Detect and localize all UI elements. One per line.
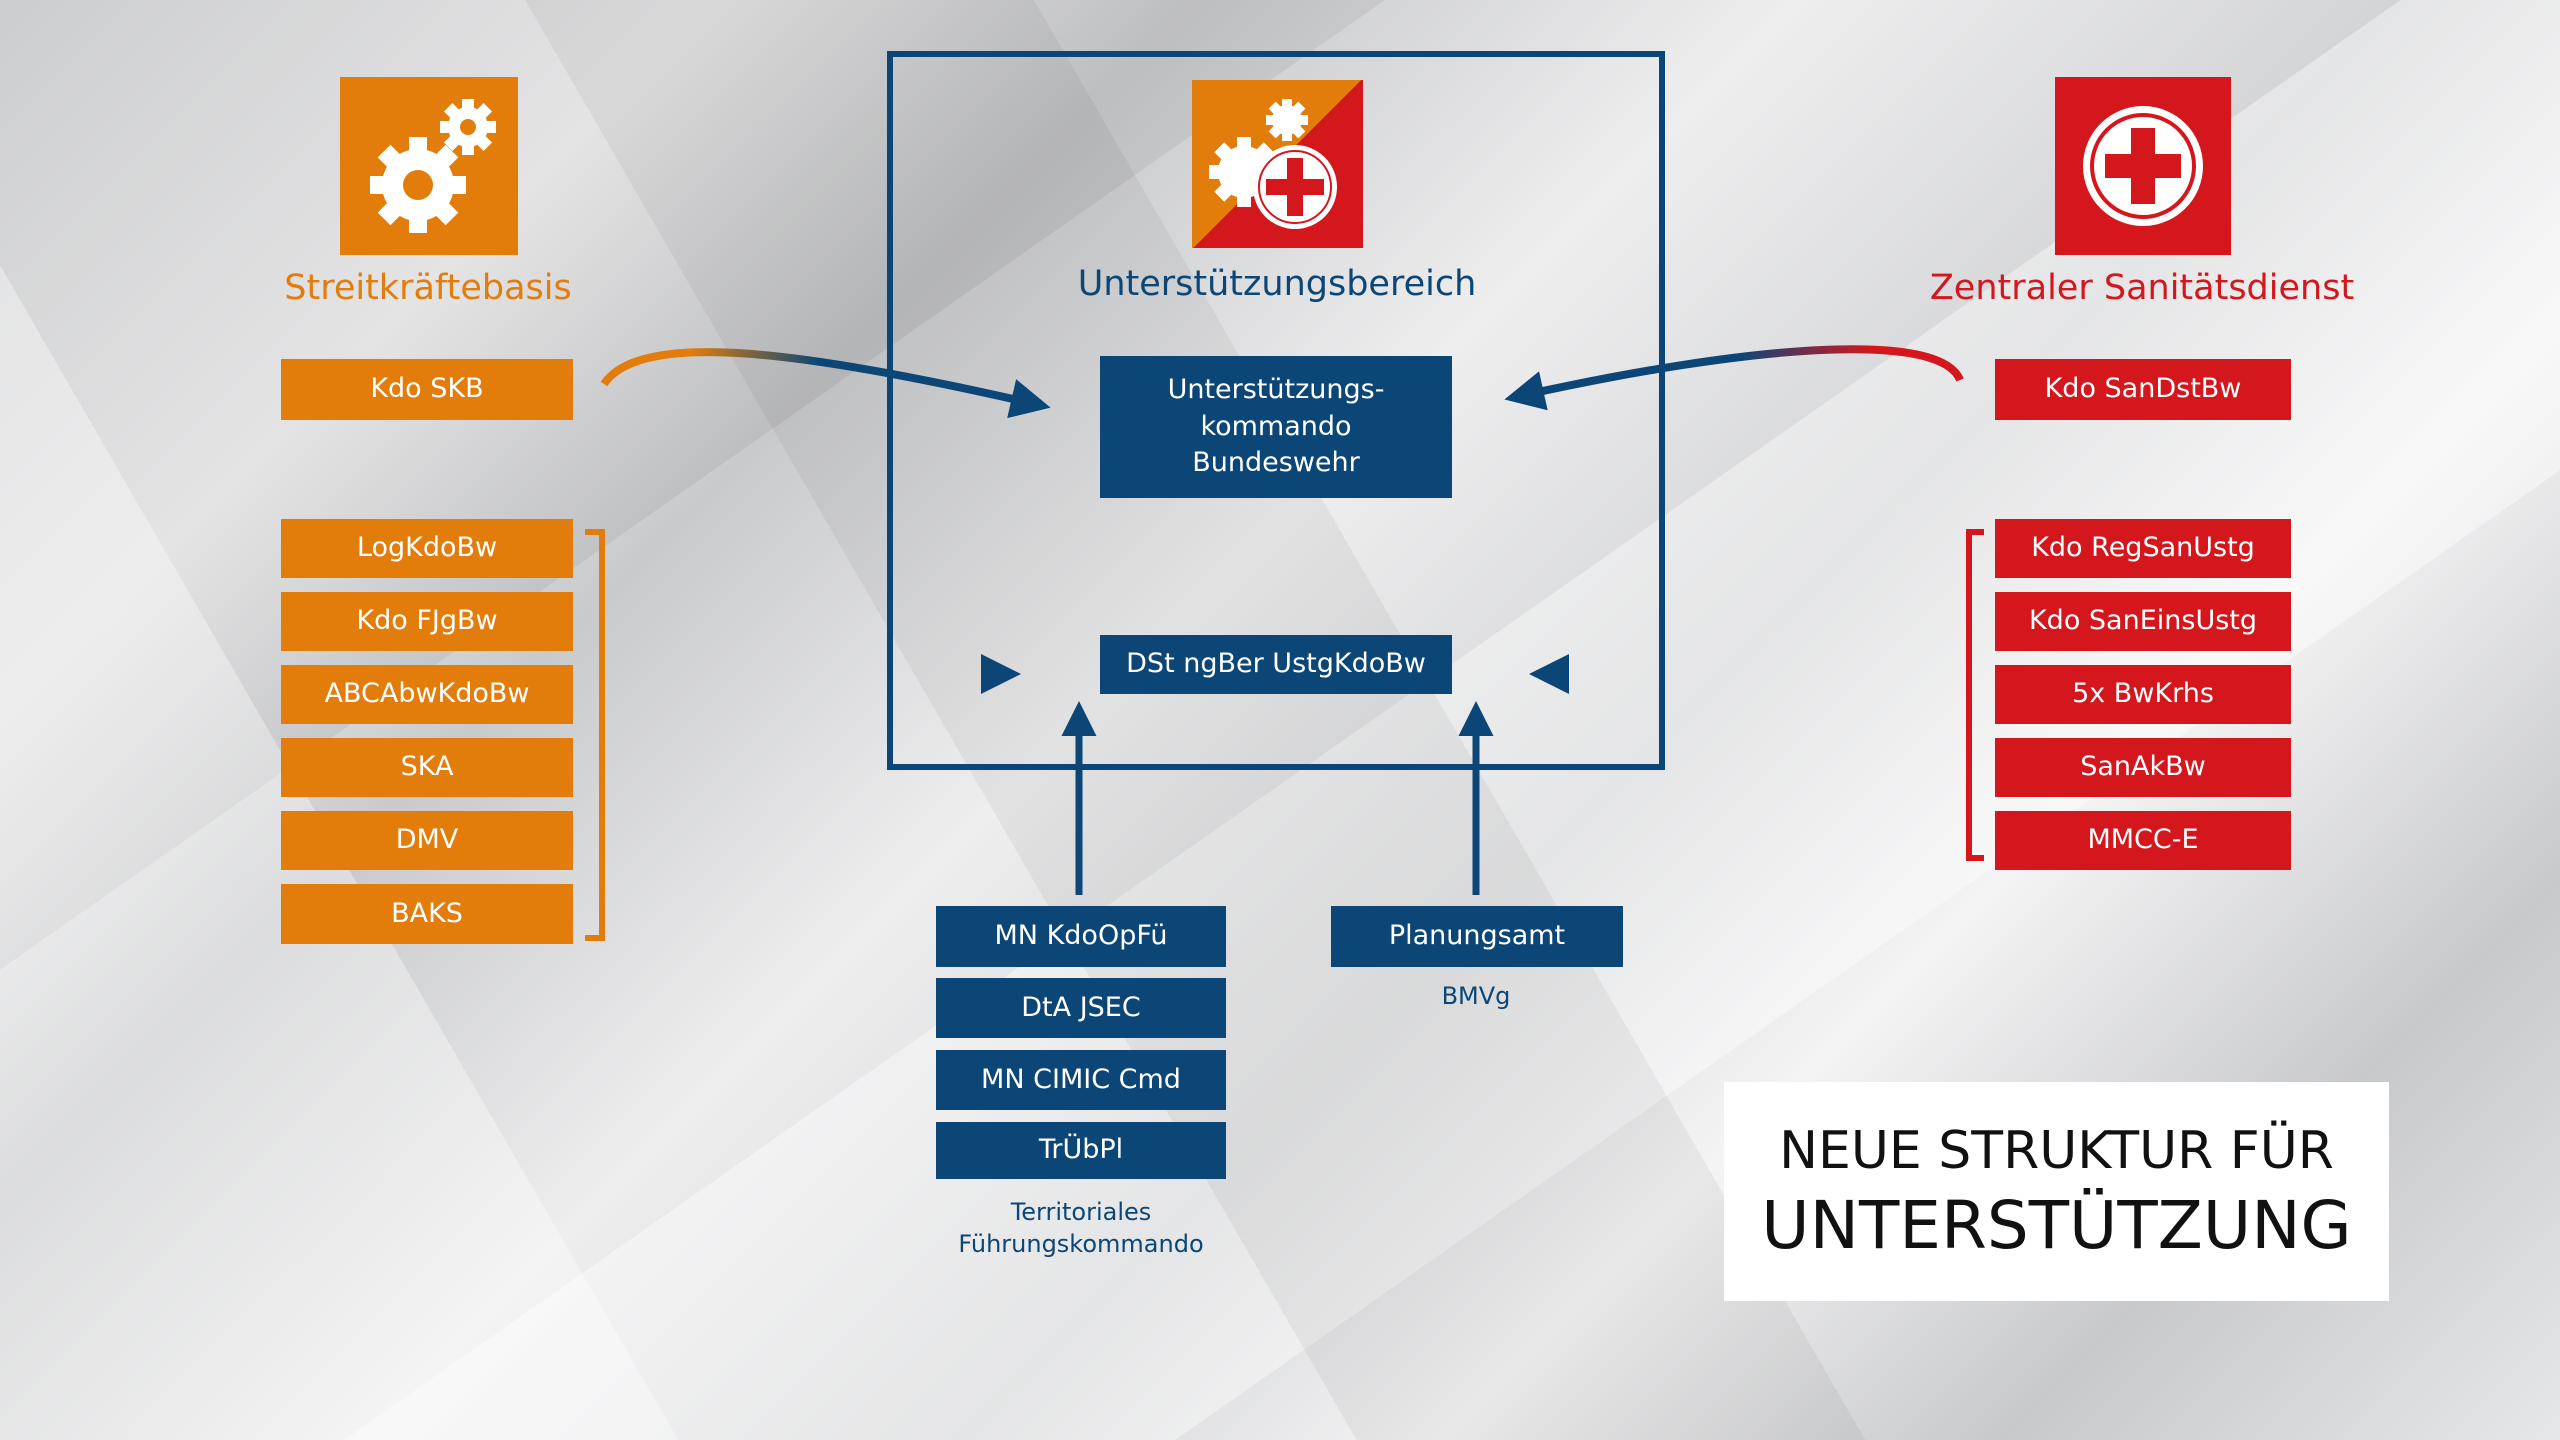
bmvg-caption: BMVg xyxy=(1441,982,1511,1010)
ukdo-line: Unterstützungs- xyxy=(1167,374,1385,406)
bracket-right xyxy=(1966,529,1984,861)
arrow-kdo-skb xyxy=(600,348,1051,419)
arrow-kdo-sandstbw xyxy=(1504,345,1964,411)
tfk-item: MN KdoOpFü xyxy=(936,906,1226,967)
left-item: LogKdoBw xyxy=(281,519,573,578)
kdo-skb-box: Kdo SKB xyxy=(281,359,573,420)
tfk-item: TrÜbPl xyxy=(936,1122,1226,1179)
right-item: Kdo SanEinsUstg xyxy=(1995,592,2291,651)
left-item: Kdo FJgBw xyxy=(281,592,573,651)
caption-line: Territoriales xyxy=(1010,1198,1152,1226)
left-item: DMV xyxy=(281,811,573,870)
zentraler-sanitaetsdienst-title: Zentraler Sanitätsdienst xyxy=(1929,268,2355,308)
red-cross-icon xyxy=(2055,77,2231,255)
tfk-item: MN CIMIC Cmd xyxy=(936,1050,1226,1110)
bracket-left xyxy=(585,529,605,941)
right-item: 5x BwKrhs xyxy=(1995,665,2291,724)
banner-line1: NEUE STRUKTUR FÜR xyxy=(1779,1121,2334,1182)
gears-cross-icon xyxy=(1192,80,1363,248)
banner-line2: UNTERSTÜTZUNG xyxy=(1761,1186,2352,1264)
left-item: SKA xyxy=(281,738,573,797)
gears-icon xyxy=(340,77,518,255)
unterstuetzungsbereich-frame xyxy=(887,51,1665,770)
dst-box: DSt ngBer UstgKdoBw xyxy=(1100,635,1452,694)
left-item: BAKS xyxy=(281,884,573,944)
ukdo-line: kommando xyxy=(1200,410,1352,442)
kdo-sandstbw-box: Kdo SanDstBw xyxy=(1995,359,2291,420)
unterstuetzungskommando-box: Unterstützungs- kommando Bundeswehr xyxy=(1100,356,1452,498)
streitkraeftebasis-title: Streitkräftebasis xyxy=(284,268,572,308)
right-item: MMCC-E xyxy=(1995,811,2291,870)
caption-line: Führungskommando xyxy=(958,1230,1204,1259)
planungsamt-box: Planungsamt xyxy=(1331,906,1623,967)
ukdo-line: Bundeswehr xyxy=(1192,447,1360,479)
right-item: SanAkBw xyxy=(1995,738,2291,797)
tfk-item: DtA JSEC xyxy=(936,978,1226,1038)
unterstuetzungsbereich-title: Unterstützungsbereich xyxy=(1077,264,1477,304)
left-item: ABCAbwKdoBw xyxy=(281,665,573,724)
right-item: Kdo RegSanUstg xyxy=(1995,519,2291,578)
tfk-caption: Territoriales Führungskommando xyxy=(958,1196,1203,1261)
title-banner: NEUE STRUKTUR FÜR UNTERSTÜTZUNG xyxy=(1724,1082,2389,1301)
